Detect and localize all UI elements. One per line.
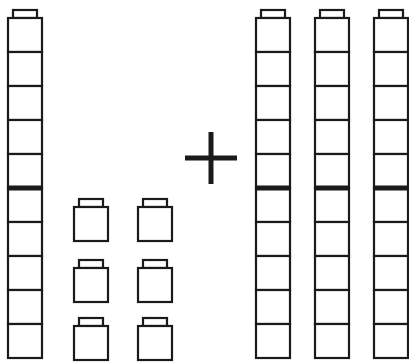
rod-cube — [8, 86, 42, 120]
rod-cube — [8, 222, 42, 256]
rod-cube — [315, 18, 349, 52]
rod-cube — [374, 290, 408, 324]
right-group — [256, 10, 408, 358]
unit-cube — [138, 199, 172, 241]
rod-cap — [379, 10, 403, 18]
rod-cube — [374, 256, 408, 290]
rod-cube — [8, 18, 42, 52]
tens-rod — [8, 10, 42, 358]
unit-cube — [138, 260, 172, 302]
cube-body — [138, 207, 172, 241]
rod-cube — [8, 52, 42, 86]
unit-cube — [74, 260, 108, 302]
rod-cube — [315, 120, 349, 154]
rod-cube — [374, 18, 408, 52]
tens-rod — [315, 10, 349, 358]
rod-cube — [315, 256, 349, 290]
cube-body — [138, 268, 172, 302]
rod-cube — [374, 86, 408, 120]
rod-cube — [8, 256, 42, 290]
rod-cube — [8, 290, 42, 324]
cube-cap — [143, 318, 167, 326]
left-group — [8, 10, 172, 360]
rod-cube — [374, 52, 408, 86]
rod-cube — [315, 154, 349, 188]
rod-cube — [315, 290, 349, 324]
cube-body — [74, 268, 108, 302]
rod-cube — [315, 324, 349, 358]
rod-cube — [8, 120, 42, 154]
unit-cube — [74, 199, 108, 241]
rod-cube — [374, 324, 408, 358]
rod-cube — [374, 222, 408, 256]
cube-body — [138, 326, 172, 360]
rod-cube — [256, 222, 290, 256]
rod-cube — [256, 256, 290, 290]
cube-cap — [79, 260, 103, 268]
cube-cap — [143, 199, 167, 207]
rod-cube — [374, 120, 408, 154]
cube-body — [74, 326, 108, 360]
rod-cube — [256, 86, 290, 120]
cube-cap — [79, 318, 103, 326]
rod-cube — [256, 324, 290, 358]
rod-cube — [256, 18, 290, 52]
rod-cube — [256, 188, 290, 222]
cube-body — [74, 207, 108, 241]
rod-cube — [315, 52, 349, 86]
rod-cube — [256, 52, 290, 86]
rod-cube — [374, 154, 408, 188]
rod-cube — [315, 222, 349, 256]
rod-cap — [13, 10, 37, 18]
rod-cube — [315, 188, 349, 222]
cube-cap — [143, 260, 167, 268]
tens-rod — [256, 10, 290, 358]
rod-cube — [256, 290, 290, 324]
rod-cube — [374, 188, 408, 222]
rod-cube — [8, 324, 42, 358]
unit-cube — [138, 318, 172, 360]
rod-cube — [8, 154, 42, 188]
rod-cube — [256, 120, 290, 154]
plus-operator — [185, 132, 237, 184]
rod-cube — [315, 86, 349, 120]
cube-cap — [79, 199, 103, 207]
rod-cube — [8, 188, 42, 222]
rod-cap — [320, 10, 344, 18]
tens-rod — [374, 10, 408, 358]
rod-cap — [261, 10, 285, 18]
rod-cube — [256, 154, 290, 188]
unit-cube — [74, 318, 108, 360]
